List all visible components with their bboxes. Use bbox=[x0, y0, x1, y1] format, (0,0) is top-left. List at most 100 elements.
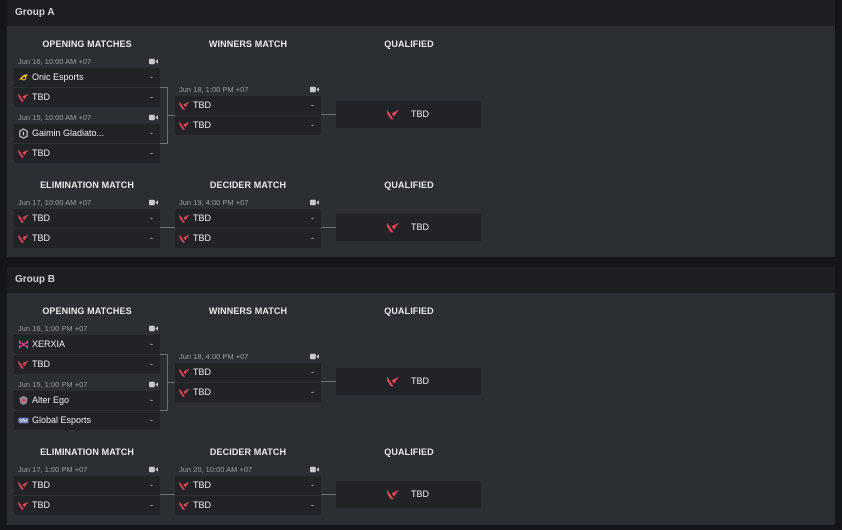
valorant-logo-icon bbox=[387, 489, 399, 500]
team-row[interactable]: TBD - bbox=[175, 116, 321, 136]
bracket-connector bbox=[160, 87, 168, 88]
team-row[interactable]: TBD - bbox=[175, 496, 321, 516]
team-row[interactable]: TBD - bbox=[175, 476, 321, 496]
opening-match-2[interactable]: Jun 15, 1:00 PM +07 Alter Ego - Global E… bbox=[14, 378, 160, 431]
team-row[interactable]: Alter Ego - bbox=[14, 391, 160, 411]
video-camera-icon[interactable] bbox=[149, 199, 158, 206]
team-name: TBD bbox=[32, 148, 50, 158]
qualified-header: QUALIFIED bbox=[384, 306, 434, 316]
video-camera-icon[interactable] bbox=[149, 114, 158, 121]
team-row[interactable]: XERXIA - bbox=[14, 335, 160, 355]
team-row[interactable]: TBD - bbox=[175, 96, 321, 116]
elimination-match[interactable]: Jun 17, 1:00 PM +07 TBD - TBD - bbox=[14, 463, 160, 516]
bracket-connector bbox=[321, 381, 336, 382]
team-row[interactable]: TBD - bbox=[175, 383, 321, 403]
team-score: - bbox=[150, 415, 153, 425]
valorant-logo-icon bbox=[179, 214, 190, 223]
xerxia-logo-icon bbox=[18, 339, 29, 350]
bracket-connector bbox=[321, 494, 336, 495]
team-row[interactable]: Onic Esports - bbox=[14, 68, 160, 88]
decider-match[interactable]: Jun 19, 4:00 PM +07 TBD - TBD - bbox=[175, 196, 321, 249]
qualified-team-name: TBD bbox=[411, 489, 429, 499]
valorant-logo-icon bbox=[179, 388, 190, 397]
bracket-connector bbox=[160, 227, 175, 228]
opening-match-1[interactable]: Jun 16, 1:00 PM +07 XERXIA - TBD - bbox=[14, 322, 160, 375]
match-date: Jun 15, 1:00 PM +07 bbox=[18, 380, 88, 389]
team-name: Gaimin Gladiato... bbox=[32, 128, 105, 138]
video-camera-icon[interactable] bbox=[149, 58, 158, 65]
match-date: Jun 16, 1:00 PM +07 bbox=[18, 324, 88, 333]
team-row[interactable]: TBD - bbox=[14, 88, 160, 108]
team-score: - bbox=[311, 500, 314, 510]
valorant-logo-icon bbox=[18, 481, 29, 490]
qualified-slot[interactable]: TBD bbox=[336, 214, 481, 241]
team-row[interactable]: TBD - bbox=[14, 229, 160, 249]
winners-match[interactable]: Jun 18, 1:00 PM +07 TBD - TBD - bbox=[175, 83, 321, 136]
valorant-logo-icon bbox=[179, 101, 190, 110]
video-camera-icon[interactable] bbox=[310, 353, 319, 360]
valorant-logo-icon bbox=[387, 222, 399, 233]
team-row[interactable]: TBD - bbox=[14, 144, 160, 164]
team-score: - bbox=[150, 233, 153, 243]
team-name: TBD bbox=[193, 100, 211, 110]
decider-match-header: DECIDER MATCH bbox=[209, 180, 287, 190]
team-score: - bbox=[150, 500, 153, 510]
video-camera-icon[interactable] bbox=[310, 86, 319, 93]
qualified-slot[interactable]: TBD bbox=[336, 481, 481, 508]
team-name: TBD bbox=[193, 480, 211, 490]
match-date: Jun 18, 4:00 PM +07 bbox=[179, 352, 249, 361]
group-title: Group B bbox=[7, 267, 835, 293]
bracket-connector bbox=[160, 143, 168, 144]
team-name: TBD bbox=[32, 233, 50, 243]
video-camera-icon[interactable] bbox=[149, 325, 158, 332]
team-row[interactable]: TBD - bbox=[175, 209, 321, 229]
qualified-team-name: TBD bbox=[411, 109, 429, 119]
winners-match-header: WINNERS MATCH bbox=[208, 306, 288, 316]
video-camera-icon[interactable] bbox=[310, 199, 319, 206]
team-row[interactable]: TBD - bbox=[14, 496, 160, 516]
team-score: - bbox=[150, 339, 153, 349]
team-score: - bbox=[150, 148, 153, 158]
opening-match-1[interactable]: Jun 16, 10:00 AM +07 Onic Esports - TBD … bbox=[14, 55, 160, 108]
video-camera-icon[interactable] bbox=[310, 466, 319, 473]
team-row[interactable]: TBD - bbox=[175, 229, 321, 249]
team-row[interactable]: TBD - bbox=[175, 363, 321, 383]
match-date: Jun 20, 10:00 AM +07 bbox=[179, 465, 253, 474]
qualified-slot[interactable]: TBD bbox=[336, 368, 481, 395]
team-row[interactable]: TBD - bbox=[14, 476, 160, 496]
bracket-connector bbox=[321, 114, 336, 115]
team-score: - bbox=[311, 120, 314, 130]
team-row[interactable]: TBD - bbox=[14, 355, 160, 375]
team-name: TBD bbox=[193, 500, 211, 510]
team-name: TBD bbox=[32, 213, 50, 223]
bracket-connector bbox=[167, 115, 175, 116]
valorant-logo-icon bbox=[18, 234, 29, 243]
winners-match-header: WINNERS MATCH bbox=[208, 39, 288, 49]
bracket-connector bbox=[160, 410, 168, 411]
video-camera-icon[interactable] bbox=[149, 381, 158, 388]
elimination-match-header: ELIMINATION MATCH bbox=[40, 447, 134, 457]
qualified-slot[interactable]: TBD bbox=[336, 101, 481, 128]
qualified-team-name: TBD bbox=[411, 222, 429, 232]
team-name: TBD bbox=[193, 367, 211, 377]
opening-matches-header: OPENING MATCHES bbox=[42, 39, 132, 49]
team-row[interactable]: TBD - bbox=[14, 209, 160, 229]
team-name: Global Esports bbox=[32, 415, 92, 425]
team-score: - bbox=[150, 359, 153, 369]
team-row[interactable]: Global Esports - bbox=[14, 411, 160, 431]
group-a-panel: Group A OPENING MATCHES WINNERS MATCH QU… bbox=[7, 0, 835, 257]
opening-match-2[interactable]: Jun 15, 10:00 AM +07 Gaimin Gladiato... … bbox=[14, 111, 160, 164]
valorant-logo-icon bbox=[179, 501, 190, 510]
match-date: Jun 17, 1:00 PM +07 bbox=[18, 465, 88, 474]
video-camera-icon[interactable] bbox=[149, 466, 158, 473]
valorant-logo-icon bbox=[18, 501, 29, 510]
decider-match[interactable]: Jun 20, 10:00 AM +07 TBD - TBD - bbox=[175, 463, 321, 516]
qualified-header: QUALIFIED bbox=[384, 447, 434, 457]
elimination-match[interactable]: Jun 17, 10:00 AM +07 TBD - TBD - bbox=[14, 196, 160, 249]
team-row[interactable]: Gaimin Gladiato... - bbox=[14, 124, 160, 144]
valorant-logo-icon bbox=[387, 376, 399, 387]
bracket-connector bbox=[160, 494, 175, 495]
onic-logo-icon bbox=[18, 74, 29, 81]
winners-match[interactable]: Jun 18, 4:00 PM +07 TBD - TBD - bbox=[175, 350, 321, 403]
team-score: - bbox=[150, 128, 153, 138]
